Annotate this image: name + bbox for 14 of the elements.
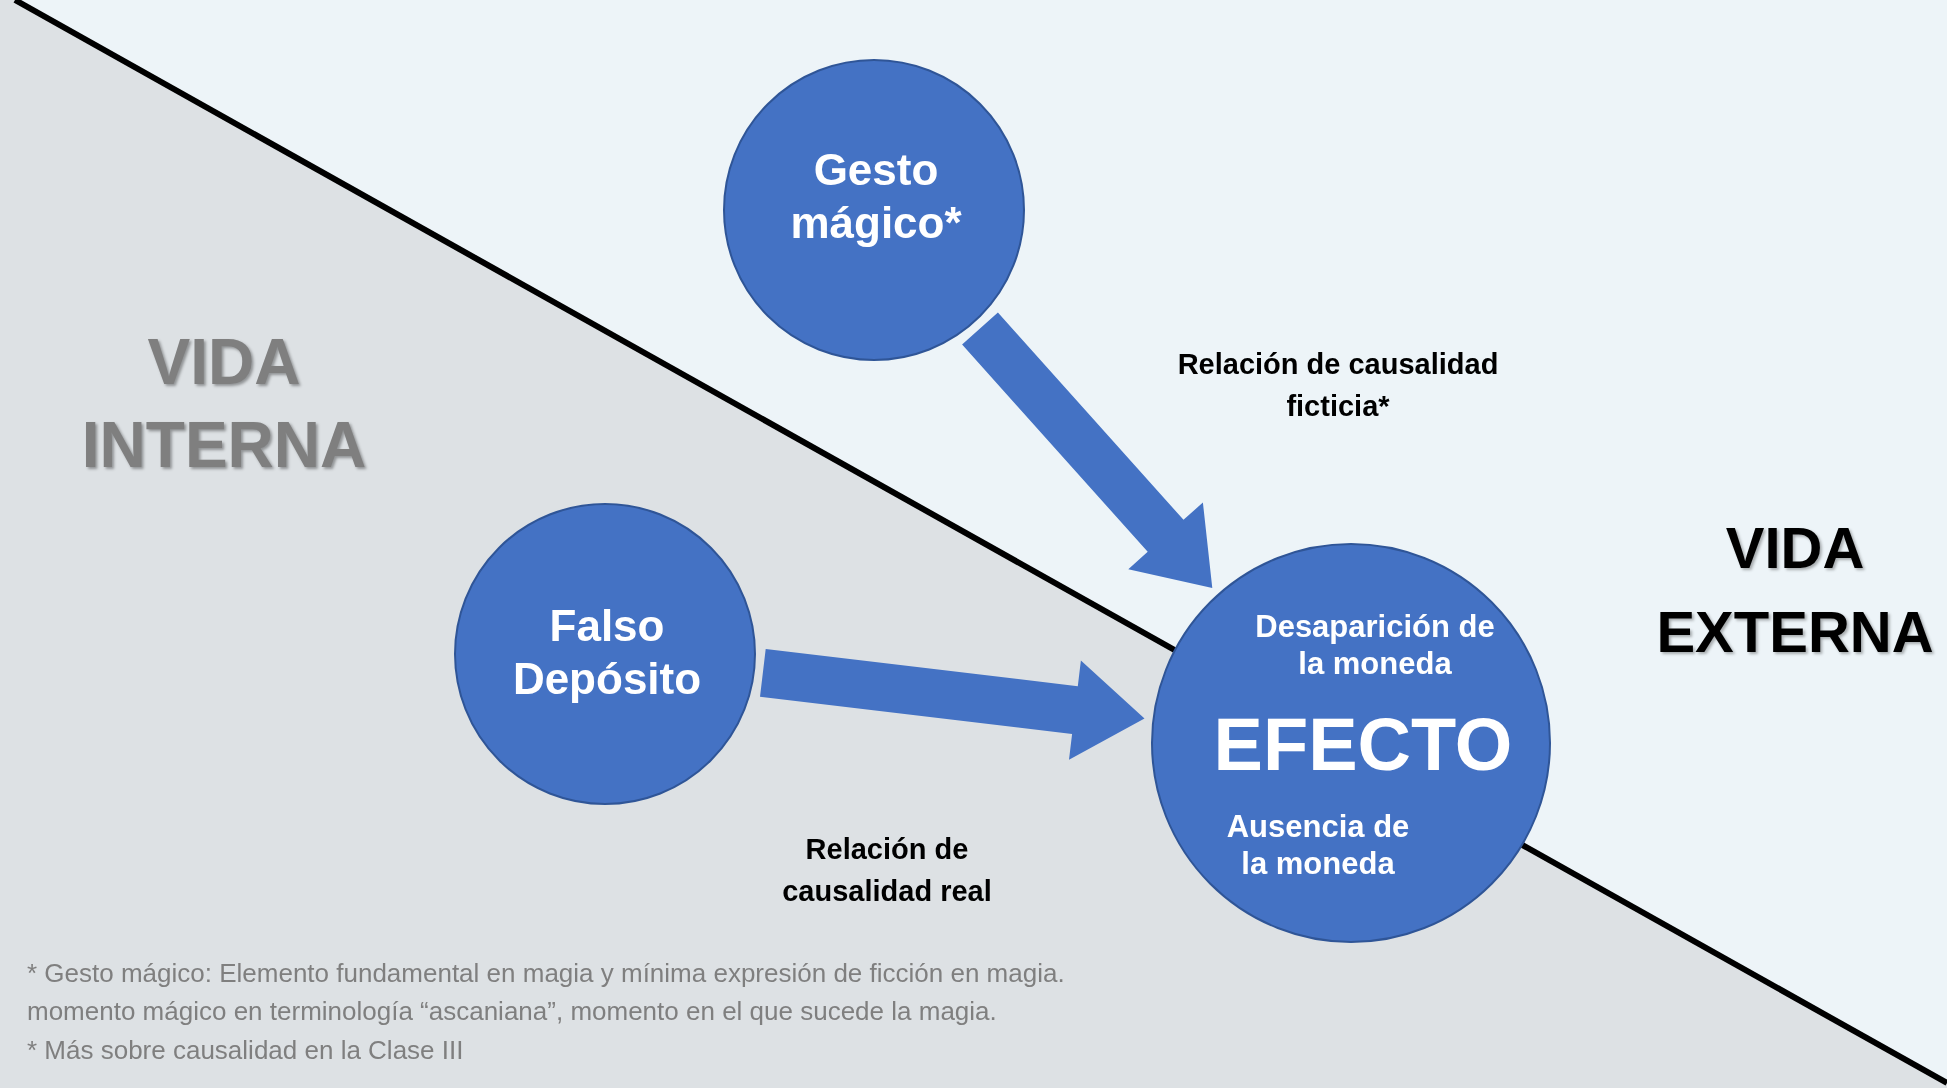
region-title: VIDA INTERNA xyxy=(80,324,368,483)
block-arrow xyxy=(962,312,1213,588)
node-title: Gesto mágico* xyxy=(789,144,963,249)
footnote: momento mágico en terminología “ascaniana”, momento en el que sucede la magia. xyxy=(27,995,997,1027)
footnote: * Gesto mágico: Elemento fundamental en magia y mínima expresión de ficción en magia. xyxy=(27,957,1065,989)
region-title: VIDA EXTERNA xyxy=(1655,513,1935,666)
edge-label: Relación de causalidad ficticia* xyxy=(1176,346,1500,424)
node-title: Falso Depósito xyxy=(511,600,703,705)
effect-title: EFECTO xyxy=(1212,701,1514,788)
effect-description: Desaparición de la moneda xyxy=(1254,607,1496,683)
footnote: * Más sobre causalidad en la Clase III xyxy=(27,1034,464,1066)
edge-label: Relación de causalidad real xyxy=(781,831,993,909)
effect-description: Ausencia de la moneda xyxy=(1225,807,1411,883)
block-arrow xyxy=(760,649,1145,760)
